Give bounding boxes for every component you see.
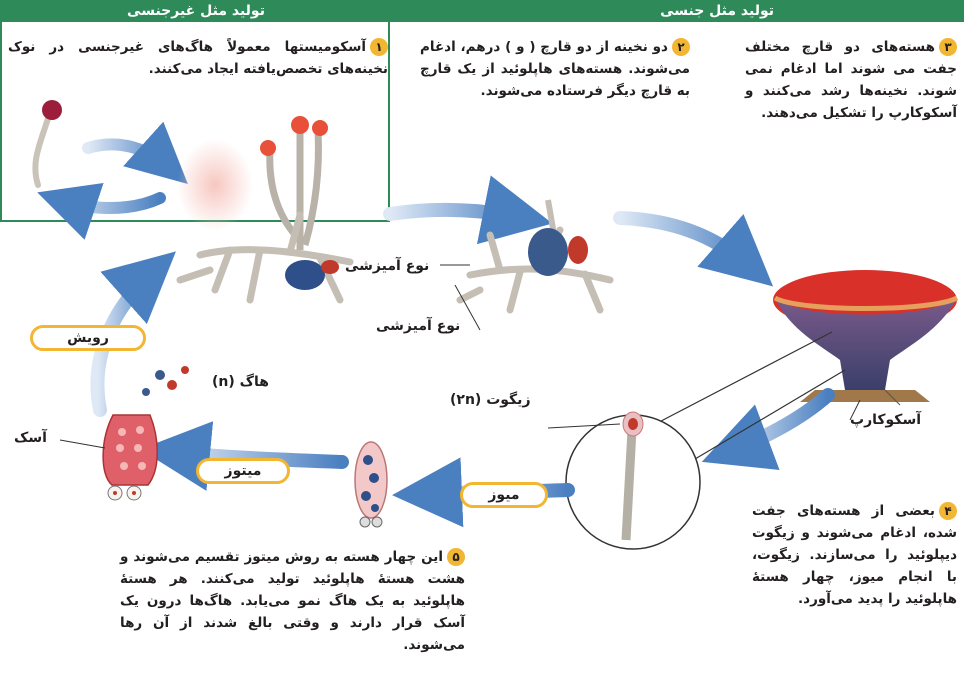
step-2-text: ۲دو نخینه از دو قارچ ( و ) درهم، ادغام م… [420,36,690,102]
spore-label: هاگ (n) [212,374,269,390]
arrow-to-fusion [390,210,525,218]
zygote-magnified-circle [548,412,700,549]
meiosis-pill: میوز [460,482,548,508]
step-4-text: ۴بعضی از هسته‌های جفت شده، ادغام می‌شوند… [752,500,957,610]
step-1-badge: ۱ [370,38,388,56]
step-5-description: این چهار هسته به روش میتوز تقسیم می‌شوند… [120,549,465,653]
step-5-text: ۵این چهار هسته به روش میتوز تقسیم می‌شون… [120,546,465,656]
arrow-to-ascocarp [620,218,752,268]
step-2-badge: ۲ [672,38,690,56]
mating-type-label-1: نوع آمیزشی [345,258,429,274]
mating-type-label-2: نوع آمیزشی [376,318,460,334]
ascocarp-illustration [773,270,957,405]
ascus-eight-spores [60,366,189,500]
step-4-description: بعضی از هسته‌های جفت شده، ادغام می‌شوند … [752,503,957,607]
ascus-four-nuclei [355,442,387,527]
step-2-description: دو نخینه از دو قارچ ( و ) درهم، ادغام می… [420,39,690,99]
step-3-text: ۳هسته‌های دو قارچ مختلف جفت می شوند اما … [745,36,957,124]
step-3-description: هسته‌های دو قارچ مختلف جفت می شوند اما ا… [745,39,957,121]
ascocarp-label: آسکوکارپ [850,412,921,428]
germination-pill: رویش [30,325,146,351]
asexual-cycle-arrows [60,144,170,208]
step-1-description: آسکومیستها معمولاً هاگ‌های غیرجنسی در نو… [8,39,388,77]
germinating-spore [35,100,62,185]
step-3-badge: ۳ [939,38,957,56]
step-4-badge: ۴ [939,502,957,520]
step-1-text: ۱آسکومیستها معمولاً هاگ‌های غیرجنسی در ن… [8,36,388,80]
zygote-label: زیگوت (۲n) [450,392,531,408]
mitosis-pill: میتوز [196,458,290,484]
ascus-label: آسک [14,430,47,446]
step-5-badge: ۵ [447,548,465,566]
conidiophore-mycelium [177,116,350,300]
arrow-to-zygote [728,395,828,452]
